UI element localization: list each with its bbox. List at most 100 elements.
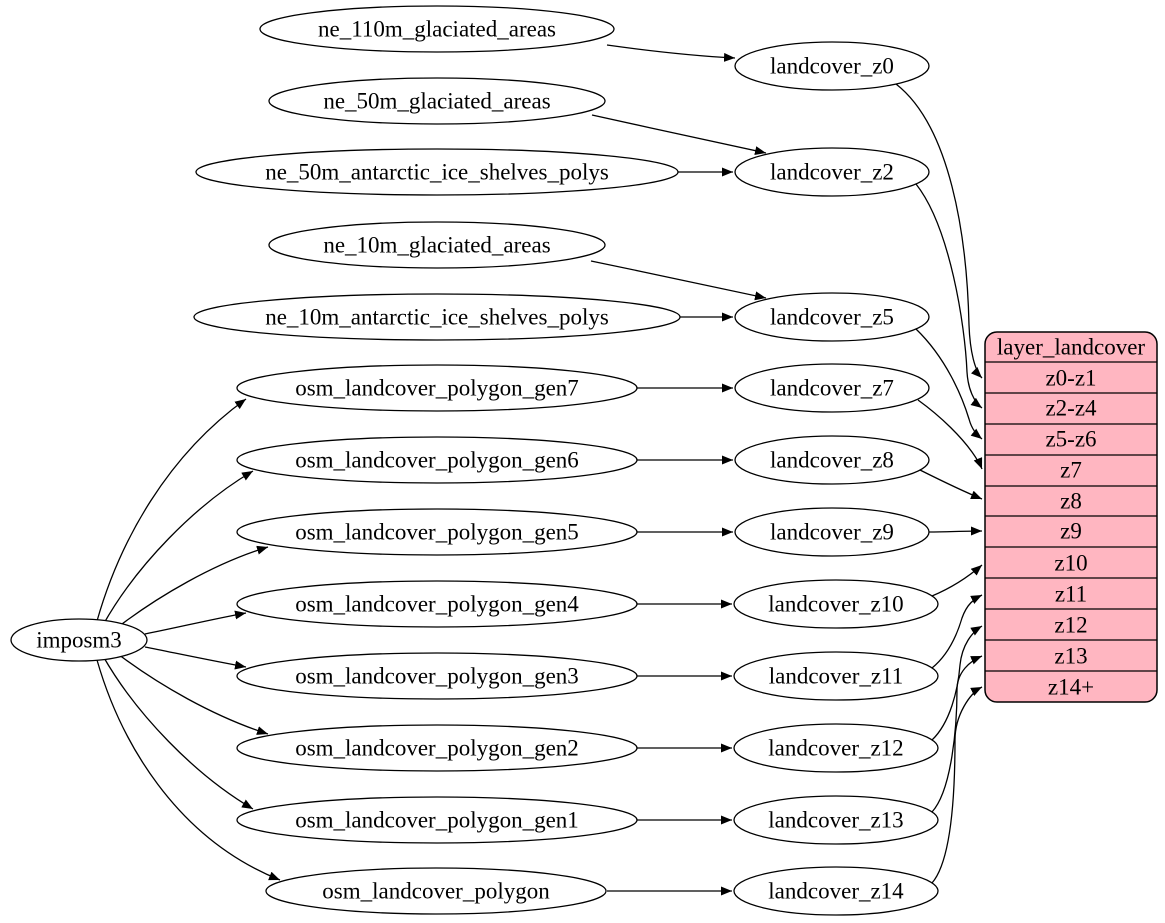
- node-label: osm_landcover_polygon_gen6: [295, 448, 579, 473]
- node-shape: [733, 579, 939, 629]
- node-label: landcover_z13: [768, 808, 903, 833]
- node-shape: [236, 364, 638, 412]
- node-landcover-z5: landcover_z5: [734, 292, 930, 342]
- node-shape: [733, 651, 939, 701]
- node-label: landcover_z0: [770, 54, 894, 79]
- node-shape: [734, 435, 930, 485]
- node-landcover-z10: landcover_z10: [733, 579, 939, 629]
- edge-landcover-z8-to-row-z8: [919, 469, 983, 500]
- node-label: landcover_z2: [770, 160, 894, 185]
- node-label: osm_landcover_polygon_gen4: [295, 592, 579, 617]
- node-osm-landcover-polygon: osm_landcover_polygon: [265, 867, 607, 915]
- edge-imposm3-to-osm-landcover-polygon-gen5: [113, 545, 269, 631]
- node-label: osm_landcover_polygon_gen3: [295, 664, 579, 689]
- edge-imposm3-to-osm-landcover-polygon-gen7: [96, 398, 247, 622]
- node-ne-50m-antarctic-ice-shelves-polys: ne_50m_antarctic_ice_shelves_polys: [195, 148, 679, 196]
- edge-landcover-z12-to-row-z12: [931, 625, 983, 741]
- node-shape: [195, 148, 679, 196]
- node-ne-10m-antarctic-ice-shelves-polys: ne_10m_antarctic_ice_shelves_polys: [193, 293, 681, 341]
- edge-imposm3-to-osm-landcover-polygon: [96, 659, 281, 881]
- node-label: landcover_z7: [770, 376, 894, 401]
- node-landcover-z14: landcover_z14: [733, 866, 939, 916]
- node-ne-50m-glaciated-areas: ne_50m_glaciated_areas: [268, 77, 606, 125]
- node-osm-landcover-polygon-gen2: osm_landcover_polygon_gen2: [236, 724, 638, 772]
- node-label: osm_landcover_polygon_gen5: [295, 520, 579, 545]
- node-shape: [236, 580, 638, 628]
- node-label: landcover_z11: [769, 664, 904, 689]
- edge-ne-10m-glaciated-areas-to-landcover-z5: [590, 260, 767, 301]
- record-row-z12: z12: [1054, 613, 1087, 638]
- record-row-z7: z7: [1060, 458, 1082, 483]
- node-label: osm_landcover_polygon: [322, 879, 550, 904]
- record-row-z0-z1: z0-z1: [1045, 366, 1096, 391]
- node-imposm3: imposm3: [10, 618, 148, 662]
- node-imposm3-shape: [10, 618, 148, 662]
- node-shape: [236, 652, 638, 700]
- node-landcover-z8: landcover_z8: [734, 435, 930, 485]
- node-label: osm_landcover_polygon_gen2: [295, 736, 579, 761]
- node-landcover-z11: landcover_z11: [733, 651, 939, 701]
- node-label: landcover_z5: [770, 305, 894, 330]
- record-title: layer_landcover: [997, 335, 1145, 360]
- node-landcover-z12: landcover_z12: [733, 723, 939, 773]
- node-shape: [193, 293, 681, 341]
- edge-imposm3-to-osm-landcover-polygon-gen3: [144, 646, 247, 670]
- edge-landcover-z10-to-row-z10: [931, 564, 983, 597]
- edge-landcover-z13-to-row-z13: [931, 655, 983, 813]
- node-shape: [236, 508, 638, 556]
- node-label: landcover_z14: [768, 879, 904, 904]
- edge-ne-50m-glaciated-areas-to-landcover-z2: [591, 114, 767, 156]
- node-shape: [236, 436, 638, 484]
- node-osm-landcover-polygon-gen5: osm_landcover_polygon_gen5: [236, 508, 638, 556]
- node-landcover-z0: landcover_z0: [734, 41, 930, 91]
- record-row-z10: z10: [1054, 551, 1087, 576]
- node-shape: [268, 77, 606, 125]
- edge-layer: [96, 44, 983, 896]
- node-shape: [259, 5, 615, 53]
- record-row-z13: z13: [1054, 644, 1087, 669]
- node-label: landcover_z12: [768, 736, 903, 761]
- node-label: osm_landcover_polygon_gen1: [295, 808, 579, 833]
- node-shape: [734, 292, 930, 342]
- node-shape: [733, 795, 939, 845]
- edge-landcover-z7-to-row-z7: [917, 399, 983, 470]
- node-landcover-z2: landcover_z2: [734, 147, 930, 197]
- edge-landcover-z9-to-row-z9: [928, 526, 983, 536]
- node-layer-landcover: layer_landcover z0-z1 z2-z4 z5-z6 z7 z8 …: [984, 331, 1158, 703]
- node-shape: [733, 866, 939, 916]
- edge-imposm3-to-osm-landcover-polygon-gen4: [144, 610, 247, 635]
- node-shape: [268, 221, 606, 269]
- record-row-z2-z4: z2-z4: [1045, 396, 1097, 421]
- node-shape: [734, 41, 930, 91]
- edge-landcover-z14-to-row-z14plus: [931, 686, 983, 884]
- node-label: ne_10m_glaciated_areas: [323, 233, 550, 258]
- edge-landcover-z11-to-row-z11: [931, 594, 983, 669]
- edge-landcover-z0-to-row-z0-z1: [895, 83, 983, 379]
- edge-landcover-z5-to-row-z5-z6: [915, 328, 983, 440]
- node-label: ne_110m_glaciated_areas: [318, 17, 556, 42]
- edge-landcover-z2-to-row-z2-z4: [915, 183, 983, 409]
- record-row-z11: z11: [1055, 582, 1087, 607]
- node-label: ne_50m_glaciated_areas: [323, 89, 550, 114]
- node-osm-landcover-polygon-gen6: osm_landcover_polygon_gen6: [236, 436, 638, 484]
- node-label: osm_landcover_polygon_gen7: [295, 376, 579, 401]
- node-shape: [265, 867, 607, 915]
- node-ne-110m-glaciated-areas: ne_110m_glaciated_areas: [259, 5, 615, 53]
- node-ne-10m-glaciated-areas: ne_10m_glaciated_areas: [268, 221, 606, 269]
- node-osm-landcover-polygon-gen4: osm_landcover_polygon_gen4: [236, 580, 638, 628]
- record-row-z5-z6: z5-z6: [1045, 427, 1096, 452]
- edge-ne-110m-glaciated-areas-to-landcover-z0: [606, 44, 736, 62]
- record-row-z8: z8: [1060, 489, 1082, 514]
- node-label: landcover_z9: [770, 520, 894, 545]
- node-landcover-z13: landcover_z13: [733, 795, 939, 845]
- node-label: landcover_z8: [770, 448, 894, 473]
- node-landcover-z9: landcover_z9: [734, 507, 930, 557]
- node-imposm3-label: imposm3: [36, 628, 122, 653]
- node-shape: [733, 723, 939, 773]
- node-osm-landcover-polygon-gen7: osm_landcover_polygon_gen7: [236, 364, 638, 412]
- node-label: landcover_z10: [768, 592, 903, 617]
- node-osm-landcover-polygon-gen3: osm_landcover_polygon_gen3: [236, 652, 638, 700]
- node-shape: [236, 796, 638, 844]
- edge-imposm3-to-osm-landcover-polygon-gen2: [113, 650, 269, 735]
